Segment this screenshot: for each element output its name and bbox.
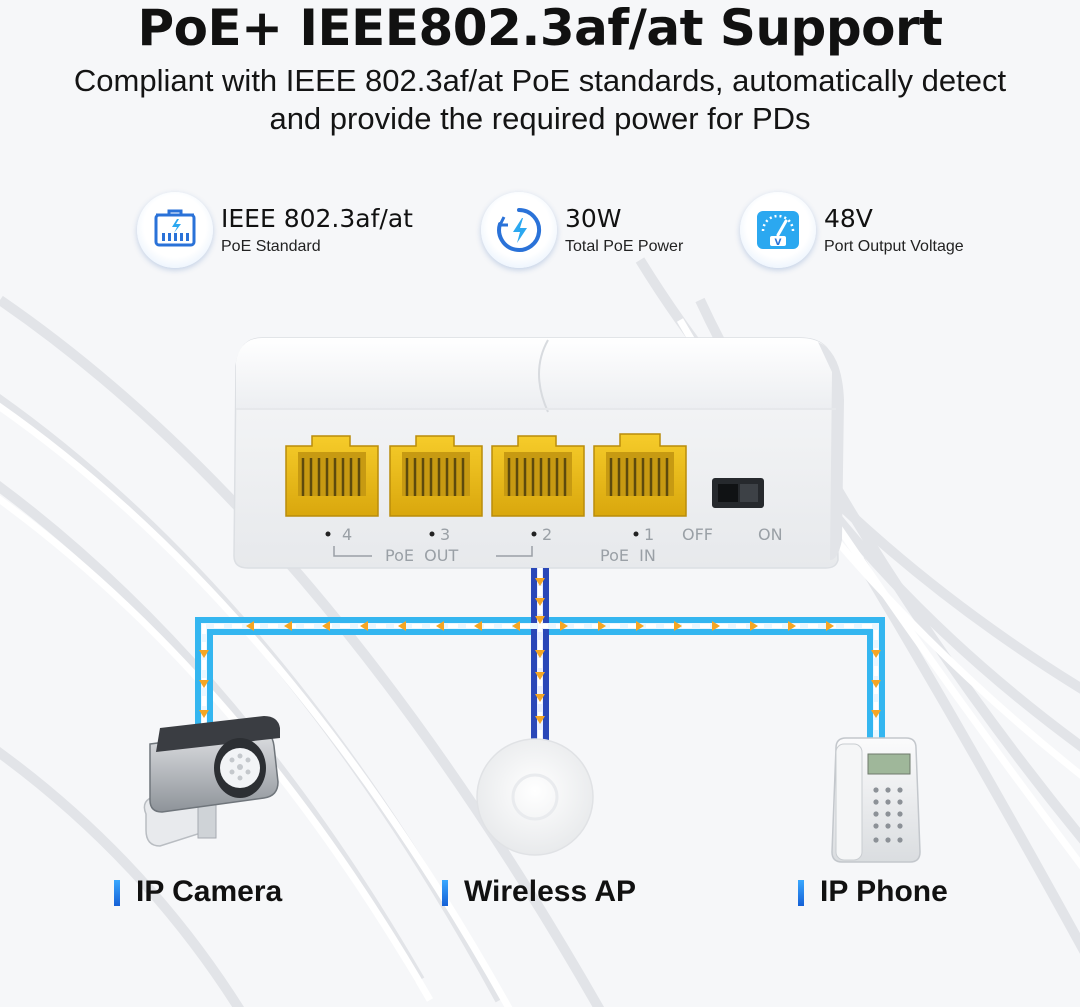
feature-subtitle: Port Output Voltage — [824, 238, 964, 255]
accent-bar — [442, 880, 448, 906]
feature-title: 30W — [565, 204, 622, 233]
page-title: PoE+ IEEE802.3af/at Support — [137, 0, 943, 57]
ethernet-port-2 — [491, 435, 585, 517]
port-label-1: 1 — [644, 525, 654, 544]
power-toggle-switch — [712, 478, 764, 508]
voltmeter-icon: V — [740, 192, 816, 268]
feature-title: 48V — [824, 204, 873, 233]
toggle-label-on: ON — [758, 525, 783, 544]
device-label-text: IP Camera — [136, 875, 283, 908]
power-flow-arrows — [199, 578, 881, 724]
ethernet-port-1 — [593, 433, 687, 517]
ethernet-port-3 — [389, 435, 483, 517]
accent-bar — [798, 880, 804, 906]
poe-in-label: PoE IN — [600, 546, 656, 565]
device-label-text: Wireless AP — [464, 875, 637, 908]
ethernet-port-4 — [285, 435, 379, 517]
page-subtitle: Compliant with IEEE 802.3af/at PoE stand… — [73, 63, 1007, 136]
svg-text:V: V — [775, 238, 782, 248]
ip-phone-icon — [831, 737, 921, 863]
accent-bar — [114, 880, 120, 906]
feature-title: IEEE 802.3af/at — [221, 204, 413, 233]
poe-switch — [233, 337, 844, 569]
port-label-2: 2 — [542, 525, 552, 544]
ip-camera-icon — [143, 716, 280, 847]
poe-cabling — [195, 568, 885, 760]
port-label-4: 4 — [342, 525, 352, 544]
feature-subtitle: PoE Standard — [221, 238, 321, 255]
wireless-ap-icon — [476, 738, 594, 856]
feature-subtitle: Total PoE Power — [565, 238, 684, 255]
toggle-label-off: OFF — [682, 525, 713, 544]
device-label-text: IP Phone — [820, 875, 948, 908]
poe-out-label: PoE OUT — [385, 546, 458, 565]
power-bolt-icon — [481, 192, 557, 268]
ethernet-port-icon — [137, 192, 213, 268]
port-label-3: 3 — [440, 525, 450, 544]
